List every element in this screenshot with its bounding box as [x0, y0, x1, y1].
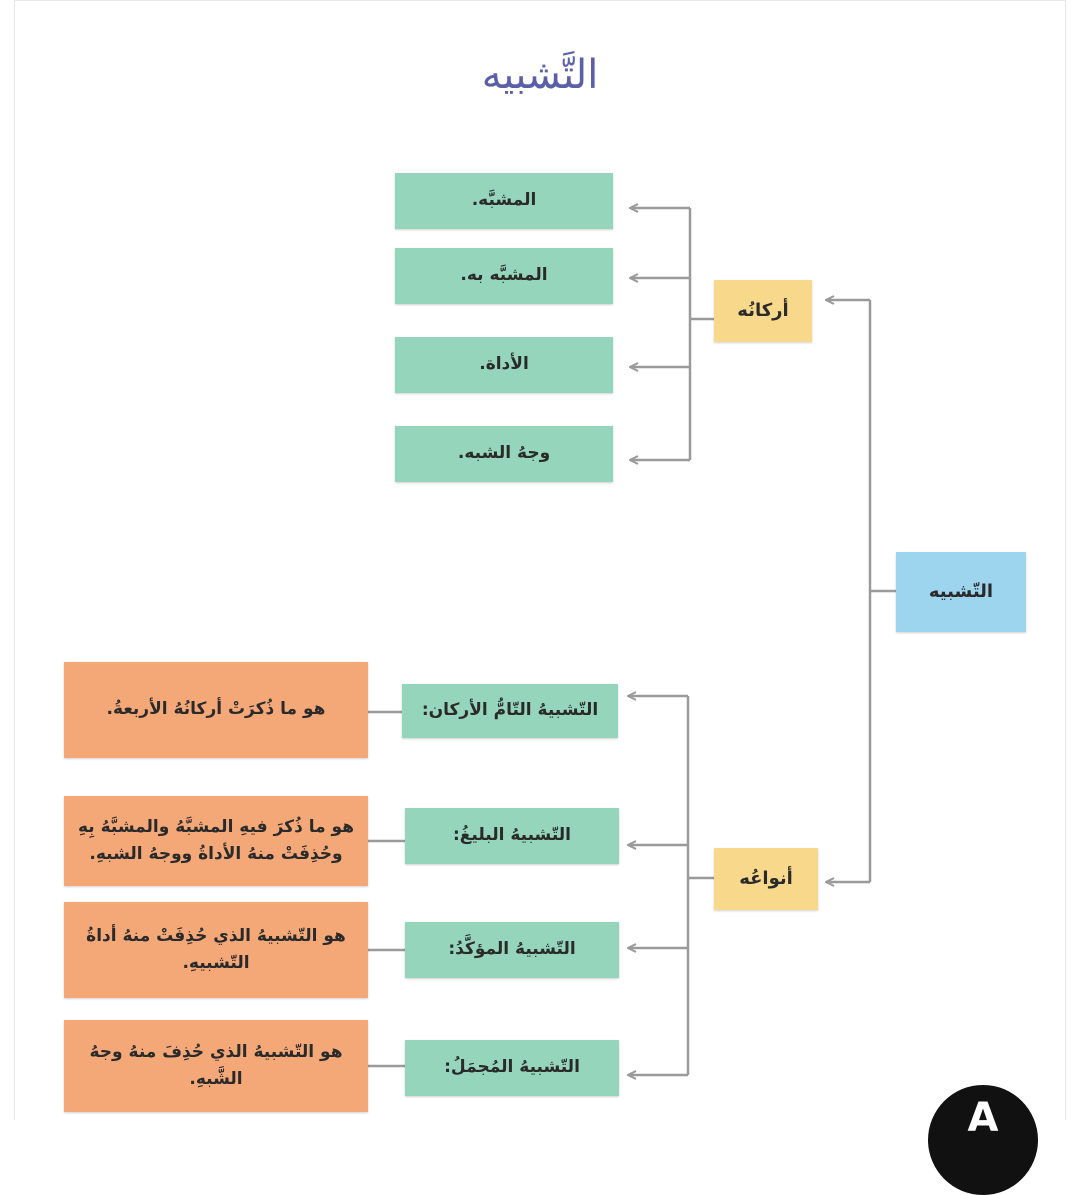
pillar-item-4-label: وجهُ الشبه.: [457, 443, 551, 464]
type-definition-1-text: هو ما ذُكرَتْ أركانُهُ الأربعةُ.: [106, 699, 326, 720]
type-definition-4: هو التّشبيهُ الذي حُذِفَ منهُ وجهُ الشَّ…: [64, 1020, 368, 1112]
type-definition-3: هو التّشبيهُ الذي حُذِفَتْ منهُ أداةُ ال…: [64, 902, 368, 998]
page-title: التَّشبيه: [481, 52, 599, 98]
pillar-item-1-label: المشبَّه.: [471, 190, 537, 211]
pillar-item-2: المشبَّه به.: [395, 248, 613, 304]
type-definition-3-text: هو التّشبيهُ الذي حُذِفَتْ منهُ أداةُ ال…: [86, 925, 346, 973]
type-item-2-label: التّشبيهُ البليغُ:: [453, 825, 571, 846]
pillar-item-3: الأداة.: [395, 337, 613, 393]
pillar-item-3-label: الأداة.: [479, 354, 529, 375]
types-node: أنواعُه: [714, 848, 818, 910]
pillar-item-2-label: المشبَّه به.: [460, 265, 548, 286]
connector-lines: [368, 0, 896, 1120]
pillars-node-label: أركانُه: [737, 299, 789, 321]
type-item-4-label: التّشبيهُ المُجمَلُ:: [444, 1057, 580, 1078]
type-item-3: التّشبيهُ المؤكَّدُ:: [405, 922, 619, 978]
root-node: التّشبيه: [896, 552, 1026, 632]
type-item-3-label: التّشبيهُ المؤكَّدُ:: [448, 939, 576, 960]
type-definition-4-text: هو التّشبيهُ الذي حُذِفَ منهُ وجهُ الشَّ…: [89, 1041, 343, 1089]
type-item-1-label: التّشبيهُ التّامُّ الأركان:: [421, 700, 599, 721]
type-item-4: التّشبيهُ المُجمَلُ:: [405, 1040, 619, 1096]
type-definition-1: هو ما ذُكرَتْ أركانُهُ الأربعةُ.: [64, 662, 368, 758]
type-item-1: التّشبيهُ التّامُّ الأركان:: [402, 684, 618, 738]
type-definition-2: هو ما ذُكرَ فيهِ المشبَّهُ والمشبَّهُ بِ…: [64, 796, 368, 886]
type-item-2: التّشبيهُ البليغُ:: [405, 808, 619, 864]
root-node-label: التّشبيه: [928, 580, 994, 602]
pillar-item-1: المشبَّه.: [395, 173, 613, 229]
page-frame: [14, 0, 1066, 1120]
corner-badge: A: [928, 1085, 1038, 1195]
type-definition-2-text: هو ما ذُكرَ فيهِ المشبَّهُ والمشبَّهُ بِ…: [77, 816, 354, 864]
pillars-node: أركانُه: [714, 280, 812, 342]
pillar-item-4: وجهُ الشبه.: [395, 426, 613, 482]
types-node-label: أنواعُه: [739, 867, 793, 889]
corner-badge-letter: A: [967, 1095, 999, 1141]
